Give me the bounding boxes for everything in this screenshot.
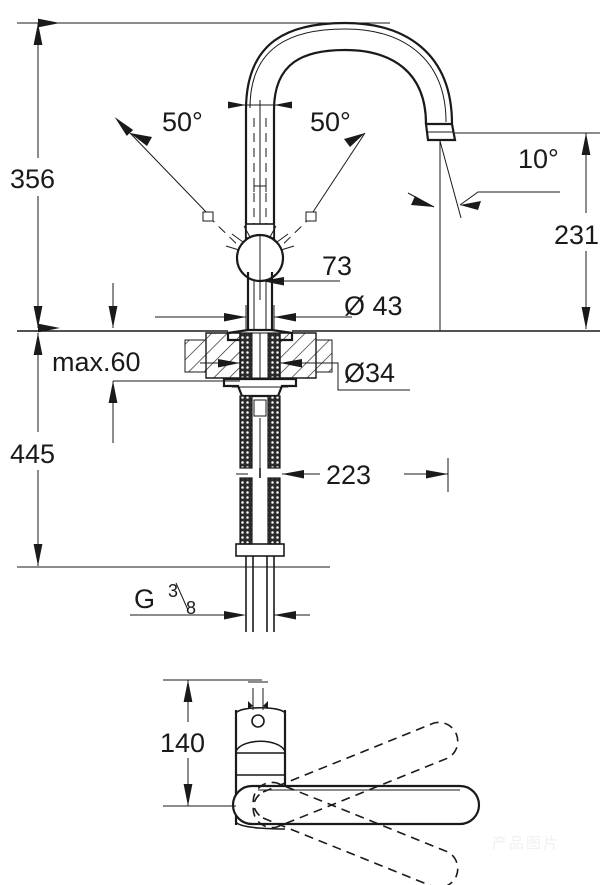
- dimension-hose-length-223: 223: [236, 458, 449, 492]
- dimension-label-73: 73: [322, 251, 352, 281]
- dimension-total-height: 356: [8, 18, 80, 333]
- plan-view-lever-solid: [231, 784, 481, 826]
- thread-label-denominator: 8: [186, 598, 196, 618]
- dimension-label-231: 231: [554, 220, 599, 250]
- dimension-label-356: 356: [10, 164, 55, 194]
- dimension-below-deck-445: 445: [8, 333, 330, 568]
- thread-label-prefix: G: [134, 584, 155, 614]
- lever-ball-joint: [225, 223, 295, 283]
- dimension-label-diameter-34: Ø34: [344, 358, 395, 388]
- angle-leader-right-50: [271, 132, 366, 256]
- thread-label-numerator: 3: [168, 581, 178, 601]
- dimension-spout-diameter-43: Ø 43: [155, 291, 403, 330]
- dimension-label-140: 140: [160, 728, 205, 758]
- dimension-spout-reach-140: 140: [158, 679, 262, 807]
- threaded-shank: [239, 332, 281, 379]
- watermark-text: 产品图片: [492, 835, 560, 852]
- lever-axis-marker: [228, 98, 292, 116]
- spout-outlet: [424, 122, 462, 219]
- dimension-shank-diameter-34: Ø34: [200, 358, 410, 391]
- dimension-lever-height-73: 73: [259, 251, 352, 300]
- angle-callout-outlet-tilt: 10°: [407, 144, 560, 210]
- angle-label-right-50: 50°: [310, 107, 351, 137]
- dimension-tick-deck-left: [108, 283, 118, 328]
- mounting-nut: [222, 377, 298, 398]
- thread-callout: G 3 8: [130, 581, 310, 620]
- spout-arc: [244, 21, 454, 125]
- dimension-label-223: 223: [326, 460, 371, 490]
- dimension-outlet-height-231: 231: [430, 132, 611, 332]
- dimension-label-diameter-43: Ø 43: [344, 291, 403, 321]
- flexible-hoses: [235, 395, 285, 632]
- plan-view-lever-swivel-up: [252, 721, 459, 829]
- dimension-label-max60: max.60: [52, 347, 141, 377]
- angle-label-left-50: 50°: [162, 107, 203, 137]
- countertop-section: [17, 330, 430, 379]
- angle-leader-left-50: [114, 117, 249, 256]
- dimension-deck-thickness: max.60: [52, 347, 240, 443]
- angle-label-10: 10°: [518, 144, 559, 174]
- dimension-label-445: 445: [10, 439, 55, 469]
